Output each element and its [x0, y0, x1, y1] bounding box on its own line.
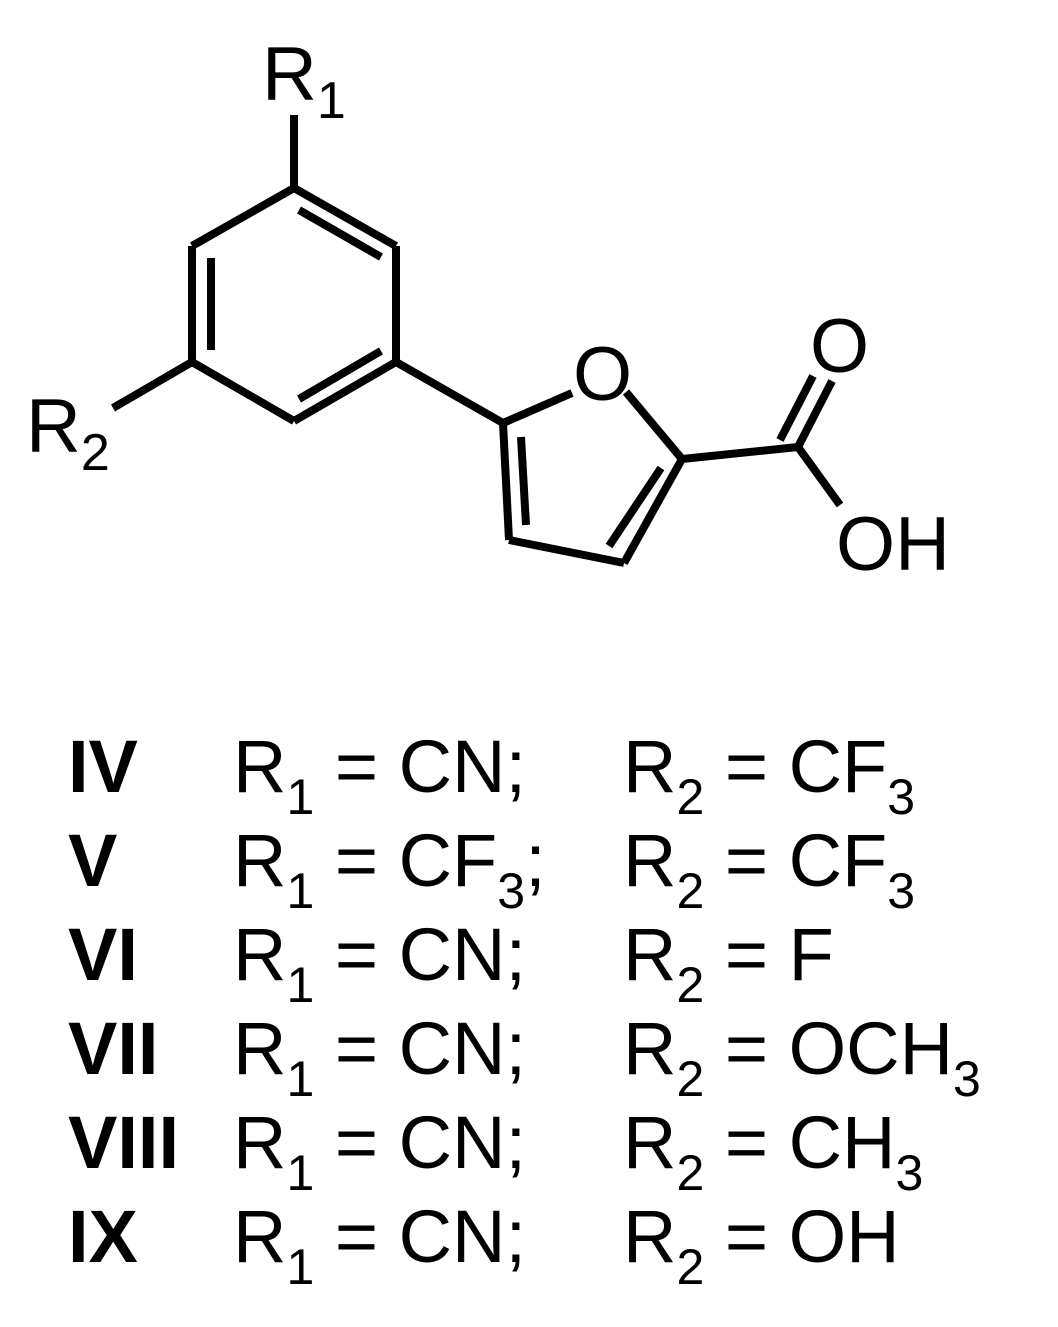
- r2-r2-value-text: = CF: [704, 725, 888, 808]
- furan-bond: [501, 389, 574, 427]
- r1-definition: R1 = CN;: [233, 908, 623, 1010]
- r2-r2-value-text: = OH: [704, 1195, 900, 1278]
- furan-ring: [499, 389, 686, 567]
- r2-r2-sub-text: 2: [676, 1239, 705, 1295]
- carboxylic-acid-group: [681, 374, 844, 508]
- furan-inner-double-bond: [517, 436, 530, 526]
- compound-id: V: [68, 819, 118, 902]
- r2-definition: R2 = OH: [623, 1190, 981, 1292]
- r1-r1-sub-text: 1: [286, 863, 315, 919]
- r2-r2-text: R: [623, 1007, 677, 1090]
- r2-definition: R2 = F: [623, 908, 981, 1010]
- r1-r1-value-text: = CN;: [314, 1007, 527, 1090]
- benzene-bond: [291, 358, 399, 425]
- r2-label: R2: [26, 384, 110, 482]
- r2-r2-text: R: [623, 1195, 677, 1278]
- benzene-inner-double-bond: [297, 206, 383, 261]
- r2-r2-value-text: = F: [704, 913, 834, 996]
- r1-r1-value-text: = CN;: [314, 1195, 527, 1278]
- r1-r1-value-tail-text: ;: [525, 819, 546, 902]
- r2-r2-text: R: [623, 1101, 677, 1184]
- r2-definition: R2 = CF3: [623, 720, 981, 822]
- r2-r2-value-sub-text: 3: [953, 1051, 981, 1107]
- r2-r2-value-text: = OCH: [704, 1007, 954, 1090]
- r2-r2-sub-text: 2: [676, 1051, 705, 1107]
- r1-r1-text: R: [233, 1195, 287, 1278]
- r1-definition: R1 = CN;: [233, 1190, 623, 1292]
- r2-r2-value-sub-text: 3: [887, 769, 916, 825]
- hydroxyl-label: OH: [836, 502, 950, 587]
- r1-r1-sub-text: 1: [286, 1051, 315, 1107]
- r1-r1-value-text: = CN;: [314, 725, 527, 808]
- r2-r2-sub-text: 2: [676, 1145, 705, 1201]
- r2-definition: R2 = CH3: [623, 1096, 981, 1198]
- r1-r1-value-sub-text: 3: [497, 863, 526, 919]
- r1-definition: R1 = CN;: [233, 1096, 623, 1198]
- benzene-bond: [190, 184, 296, 250]
- r1-r1-sub-text: 1: [286, 1145, 315, 1201]
- r2-r2-sub-text: 2: [676, 863, 705, 919]
- chemical-structure: R1 R2 O O OH: [26, 32, 950, 587]
- r1-r1-value-text: = CN;: [314, 913, 527, 996]
- compound-id: IV: [68, 725, 138, 808]
- r1-r1-text: R: [233, 725, 287, 808]
- r1-r1-text: R: [233, 913, 287, 996]
- r2-bond: [110, 358, 195, 412]
- hydroxyl-bond: [794, 444, 844, 508]
- compound-id: VIII: [68, 1101, 180, 1184]
- r2-r2-value-sub-text: 3: [895, 1145, 924, 1201]
- r1-definition: R1 = CN;: [233, 720, 623, 822]
- furan-inner-double-bond: [605, 465, 665, 549]
- r2-r2-text: R: [623, 913, 677, 996]
- carbonyl-double-bond: [794, 379, 836, 449]
- furan-bond: [508, 536, 625, 567]
- r2-r2-text: R: [623, 819, 677, 902]
- r1-r1-text: R: [233, 1007, 287, 1090]
- r1-r1-text: R: [233, 1101, 287, 1184]
- benzene-ring: [188, 184, 400, 425]
- benzene-inner-double-bond: [296, 347, 384, 403]
- benzene-bond: [292, 184, 398, 250]
- compound-id: IX: [68, 1195, 138, 1278]
- furan-bond: [499, 422, 513, 541]
- carbonyl-double-bond: [776, 374, 817, 442]
- r1-r1-value-text: = CF: [314, 819, 498, 902]
- r1-r1-sub-text: 1: [286, 1239, 315, 1295]
- r2-definition: R2 = OCH3: [623, 1002, 981, 1104]
- furan-carboxyl-bond: [681, 443, 799, 463]
- r2-r2-value-text: = CH: [704, 1101, 896, 1184]
- r2-r2-text: R: [623, 725, 677, 808]
- r2-r2-sub-text: 2: [676, 957, 705, 1013]
- furan-bond: [622, 389, 686, 462]
- r2-r2-value-text: = CF: [704, 819, 888, 902]
- r1-definition: R1 = CN;: [233, 1002, 623, 1104]
- r1-r1-value-text: = CN;: [314, 1101, 527, 1184]
- benzene-bond: [189, 358, 297, 425]
- r1-definition: R1 = CF3;: [233, 814, 623, 916]
- furan-bond: [620, 457, 686, 565]
- r1-r1-sub-text: 1: [286, 957, 315, 1013]
- ring-oxygen-label: O: [573, 332, 632, 417]
- r1-r1-text: R: [233, 819, 287, 902]
- carbonyl-oxygen-label: O: [810, 304, 869, 389]
- compound-id: VII: [68, 1007, 159, 1090]
- r1-r1-sub-text: 1: [286, 769, 315, 825]
- r2-r2-sub-text: 2: [676, 769, 705, 825]
- r2-r2-value-sub-text: 3: [887, 863, 916, 919]
- r2-definition: R2 = CF3: [623, 814, 981, 916]
- aryl-furan-bond: [394, 358, 505, 427]
- r1-label: R1: [262, 32, 346, 130]
- compound-id: VI: [68, 913, 138, 996]
